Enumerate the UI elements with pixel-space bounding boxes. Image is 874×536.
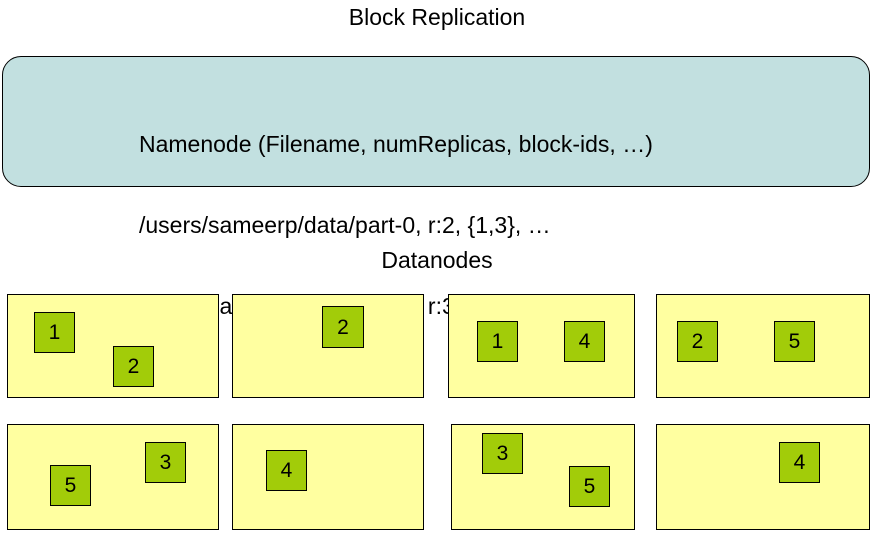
datanode-8: 4 [656, 424, 870, 530]
block-replica: 1 [477, 321, 518, 362]
namenode-box: Namenode (Filename, numReplicas, block-i… [2, 56, 870, 319]
block-replica: 3 [145, 442, 186, 483]
page-title: Block Replication [348, 4, 526, 30]
block-replica: 4 [266, 450, 307, 491]
block-replica: 2 [113, 346, 154, 387]
block-replica: 1 [34, 312, 75, 353]
namenode-line-file-0: /users/sameerp/data/part-0, r:2, {1,3}, … [139, 212, 551, 238]
datanodes-label: Datanodes [381, 247, 493, 273]
block-replica: 4 [564, 321, 605, 362]
block-replica: 2 [677, 321, 718, 362]
block-replica: 5 [569, 466, 610, 507]
block-replica: 2 [322, 306, 364, 348]
block-replica: 5 [50, 465, 91, 506]
block-replica: 3 [482, 433, 523, 474]
namenode-line-header: Namenode (Filename, numReplicas, block-i… [139, 131, 653, 157]
datanode-2: 2 [232, 294, 424, 398]
block-replica: 5 [774, 321, 815, 362]
block-replica: 4 [779, 442, 820, 483]
datanode-6: 4 [232, 424, 424, 530]
